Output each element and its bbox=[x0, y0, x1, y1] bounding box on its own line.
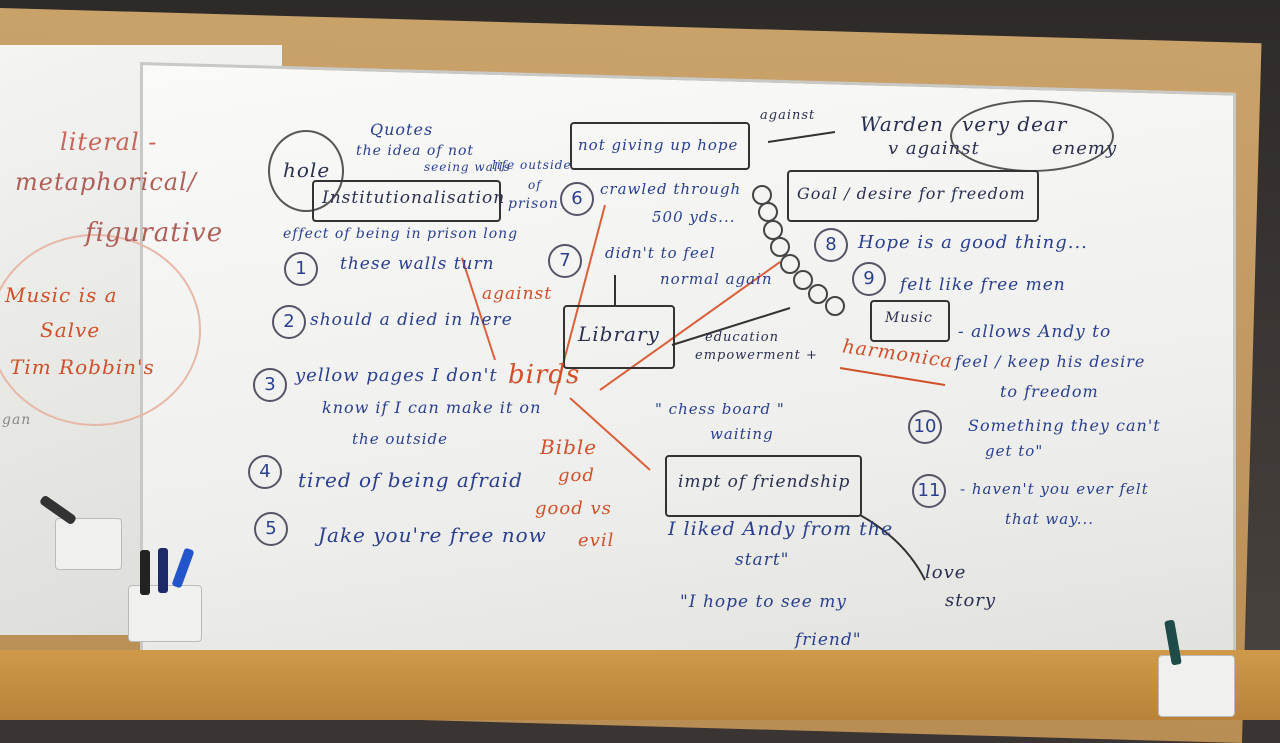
empowerment-text: empowerment + bbox=[695, 348, 818, 363]
music-salve-text: Music is a bbox=[5, 283, 118, 307]
birds-text: birds bbox=[508, 360, 581, 390]
of-text: of bbox=[528, 178, 542, 192]
item-number-5: 5 bbox=[254, 512, 288, 546]
goal-freedom-text: Goal / desire for freedom bbox=[797, 184, 1026, 203]
item-text-3a: yellow pages I don't bbox=[295, 365, 498, 386]
quotes-text: Quotes bbox=[370, 120, 434, 139]
music-box bbox=[870, 300, 950, 342]
item-text-7b: normal again bbox=[660, 270, 773, 288]
item-text-3c: the outside bbox=[352, 430, 449, 448]
library-box bbox=[563, 305, 675, 369]
institutionalisation-text: Institutionalisation bbox=[322, 188, 506, 208]
allows-text: - allows Andy to bbox=[958, 322, 1112, 342]
item-text-8: Hope is a good thing... bbox=[858, 232, 1088, 253]
item-number-3: 3 bbox=[253, 368, 287, 402]
good-vs-text: good vs bbox=[535, 498, 612, 519]
figurative-text: figurative bbox=[85, 218, 224, 248]
item-number-7: 7 bbox=[548, 244, 582, 278]
hole-oval bbox=[268, 130, 344, 212]
effect-text: effect of being in prison long bbox=[283, 226, 519, 242]
item-text-10a: Something they can't bbox=[968, 416, 1161, 435]
item-text-10b: get to" bbox=[985, 442, 1044, 460]
item-text-2: should a died in here bbox=[310, 310, 513, 330]
item-number-10: 10 bbox=[908, 410, 942, 444]
god-text: god bbox=[558, 465, 595, 486]
item-number-8: 8 bbox=[814, 228, 848, 262]
love-text: love bbox=[925, 562, 967, 583]
hole-text: hole bbox=[283, 158, 331, 182]
not-giving-up-text: not giving up hope bbox=[578, 136, 739, 154]
marker-cup-right bbox=[1158, 655, 1235, 717]
freedom-text: to freedom bbox=[1000, 382, 1099, 401]
start-text: start" bbox=[735, 550, 790, 570]
friend-text: friend" bbox=[795, 630, 862, 650]
goal-freedom-box bbox=[787, 170, 1039, 222]
story-text: story bbox=[945, 590, 997, 611]
item-number-9: 9 bbox=[852, 262, 886, 296]
evil-text: evil bbox=[578, 530, 615, 551]
gan-text: gan bbox=[2, 412, 32, 428]
not-giving-up-box bbox=[570, 122, 750, 170]
hope-see-text: "I hope to see my bbox=[680, 592, 847, 612]
black-marker-icon bbox=[140, 550, 150, 595]
item-text-5: Jake you're free now bbox=[318, 523, 547, 547]
item-number-4: 4 bbox=[248, 455, 282, 489]
salve-text: Salve bbox=[40, 318, 101, 342]
literal-text: literal - bbox=[60, 128, 158, 156]
education-text: education bbox=[705, 330, 779, 345]
blue-marker-icon bbox=[158, 548, 168, 593]
seeing-text: seeing walls bbox=[424, 160, 511, 174]
friendship-text: impt of friendship bbox=[678, 472, 851, 492]
item-text-11a: - haven't you ever felt bbox=[960, 480, 1149, 498]
very-dear-text: very dear bbox=[962, 112, 1068, 136]
item-text-3b: know if I can make it on bbox=[322, 398, 542, 417]
music-text: Music bbox=[885, 310, 933, 326]
friendship-box bbox=[665, 455, 862, 517]
item-number-2: 2 bbox=[272, 305, 306, 339]
item-text-1: these walls turn bbox=[340, 254, 495, 274]
item-number-1: 1 bbox=[284, 252, 318, 286]
item-text-11b: that way... bbox=[1005, 510, 1094, 528]
against-top-text: against bbox=[760, 108, 816, 123]
library-text: Library bbox=[578, 322, 660, 346]
enemy-text: enemy bbox=[1052, 138, 1118, 159]
chessboard-text: " chess board " bbox=[655, 400, 785, 418]
item-text-6a: crawled through bbox=[600, 180, 742, 198]
idea-text: the idea of not bbox=[356, 143, 475, 159]
item-text-7a: didn't to feel bbox=[605, 244, 716, 262]
item-text-9: felt like free men bbox=[900, 275, 1066, 295]
tim-robbins-text: Tim Robbin's bbox=[10, 355, 155, 379]
bible-text: Bible bbox=[540, 435, 598, 459]
institutionalisation-box bbox=[312, 180, 501, 222]
item-text-4: tired of being afraid bbox=[298, 468, 523, 492]
liked-andy-text: I liked Andy from the bbox=[668, 518, 894, 540]
item-number-6: 6 bbox=[560, 182, 594, 216]
waiting-text: waiting bbox=[710, 425, 774, 443]
item-text-6b: 500 yds... bbox=[652, 208, 736, 226]
against-mid-text: against bbox=[482, 284, 553, 304]
item-number-11: 11 bbox=[912, 474, 946, 508]
very-dear-oval bbox=[950, 100, 1114, 172]
outside-text: life outside bbox=[492, 158, 572, 172]
prison-text: prison bbox=[508, 196, 559, 212]
marker-tray bbox=[0, 650, 1280, 720]
feel-text: feel / keep his desire bbox=[955, 352, 1146, 371]
metaphorical-text: metaphorical/ bbox=[15, 168, 197, 196]
warden-text: Warden bbox=[860, 112, 944, 136]
eraser-holder bbox=[55, 518, 122, 570]
marker-cup bbox=[128, 585, 202, 642]
